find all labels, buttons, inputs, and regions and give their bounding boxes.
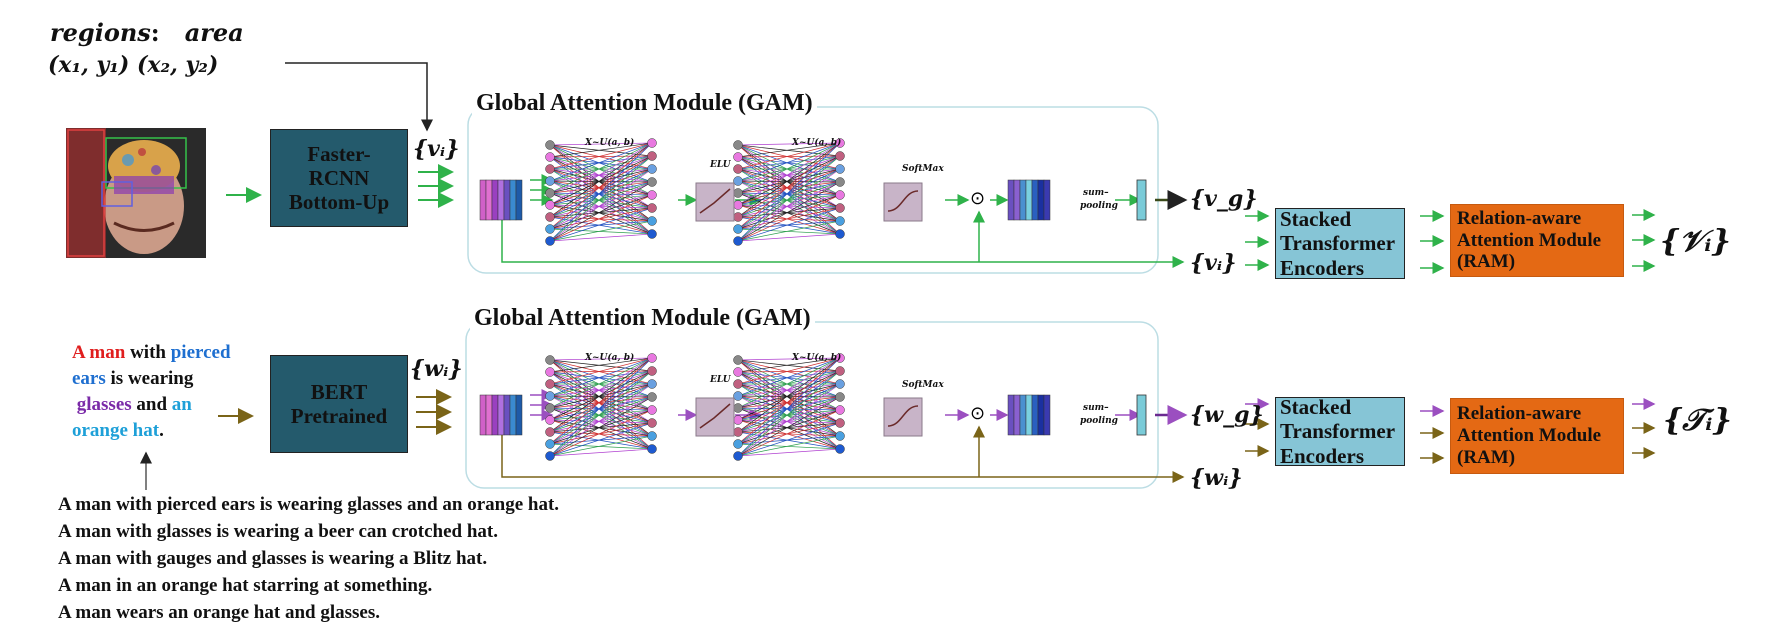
input-sentence: A man with pierced ears is wearing glass…: [72, 340, 262, 444]
word-is-wearing: is wearing: [110, 368, 194, 389]
gam-title-top: Global Attention Module (GAM): [472, 90, 817, 117]
sum-label: sum–: [1083, 188, 1109, 198]
gam-bottom-internals: [479, 353, 1147, 461]
dense-layer-1: [545, 353, 657, 461]
pool-label-2: pooling: [1080, 416, 1118, 426]
caption-5: A man wears an orange hat and glasses.: [58, 602, 380, 623]
pooled-vector: [1136, 179, 1147, 221]
odot-symbol: ⊙: [970, 188, 986, 209]
ram-l1-b: Relation-aware: [1457, 403, 1582, 425]
stacked-l2: Transformer: [1280, 231, 1396, 256]
area-text: area: [184, 18, 244, 47]
uniform-label-4: X~U(a, b): [792, 353, 842, 363]
elu-box: [695, 397, 735, 437]
ram-l2-b: Attention Module: [1457, 425, 1602, 447]
stacked-l1-b: Stacked: [1280, 395, 1352, 420]
feature-stack: [479, 179, 523, 221]
output-stack: [1007, 179, 1051, 221]
gam-top-internals: [479, 138, 1147, 246]
word-an: an: [171, 394, 192, 415]
feature-stack: [479, 394, 523, 436]
faster-rcnn-line3: Bottom-Up: [288, 190, 390, 215]
word-a-man: A man: [72, 342, 126, 363]
caption-3: A man with gauges and glasses is wearing…: [58, 548, 488, 569]
uniform-label-3: X~U(a, b): [585, 353, 635, 363]
elu-box: [695, 182, 735, 222]
stacked-l3-b: Encoders: [1280, 443, 1364, 468]
word-pierced: pierced: [170, 342, 231, 363]
wg-label: {w_g}: [1190, 402, 1264, 428]
word-ears: ears: [72, 368, 106, 389]
elu-label-2: ELU: [710, 375, 731, 385]
odot-symbol-2: ⊙: [970, 403, 986, 424]
softmax-label-2: SoftMax: [902, 380, 944, 390]
stacked-l3: Encoders: [1280, 255, 1364, 280]
bert-line1: BERT: [310, 379, 368, 404]
softmax-box: [883, 182, 923, 222]
gam-title-bottom: Global Attention Module (GAM): [470, 305, 815, 332]
word-period: .: [159, 420, 164, 441]
softmax-label: SoftMax: [902, 164, 944, 174]
ram-l1: Relation-aware: [1457, 207, 1582, 229]
ram-l3: (RAM): [1457, 251, 1516, 273]
pool-label: pooling: [1080, 201, 1118, 211]
ram-l3-b: (RAM): [1457, 446, 1516, 468]
dense-layer-2: [733, 138, 845, 246]
T-output: {𝒯ᵢ}: [1663, 403, 1732, 438]
word-orange-hat: orange hat: [72, 420, 160, 441]
vi-label: {vᵢ}: [1190, 250, 1237, 276]
input-image: [66, 128, 206, 258]
uniform-label-2: X~U(a, b): [792, 138, 842, 148]
faster-rcnn-line2: RCNN: [308, 165, 370, 190]
wi-label: {wᵢ}: [1190, 465, 1243, 491]
output-stack: [1007, 394, 1051, 436]
regions-text: regions: [50, 18, 151, 47]
dense-layer-2: [733, 353, 845, 461]
vi-input-label: {vᵢ}: [413, 136, 460, 162]
ram-l2: Attention Module: [1457, 229, 1602, 251]
coordinates-label: (x₁, y₁) (x₂, y₂): [48, 52, 219, 78]
faster-rcnn-line1: Faster-: [307, 141, 371, 166]
word-glasses: glasses: [76, 394, 132, 415]
bert-line2: Pretrained: [290, 404, 388, 428]
stacked-l1: Stacked: [1280, 207, 1352, 232]
word-with: with: [130, 342, 166, 363]
dense-layer-1: [545, 138, 657, 246]
V-output: {𝒱ᵢ}: [1660, 224, 1731, 259]
caption-4: A man in an orange hat starring at somet…: [58, 575, 433, 596]
vg-label: {v_g}: [1190, 186, 1258, 212]
sum-label-2: sum–: [1083, 403, 1109, 413]
softmax-box: [883, 397, 923, 437]
uniform-label-1: X~U(a, b): [585, 138, 635, 148]
pooled-vector: [1136, 394, 1147, 436]
caption-1: A man with pierced ears is wearing glass…: [58, 494, 560, 515]
region-label: regions: area: [50, 18, 244, 47]
word-and: and: [136, 394, 168, 415]
caption-2: A man with glasses is wearing a beer can…: [58, 521, 498, 542]
wi-input-label: {wᵢ}: [410, 356, 463, 382]
elu-label: ELU: [710, 160, 731, 170]
stacked-l2-b: Transformer: [1280, 419, 1396, 444]
